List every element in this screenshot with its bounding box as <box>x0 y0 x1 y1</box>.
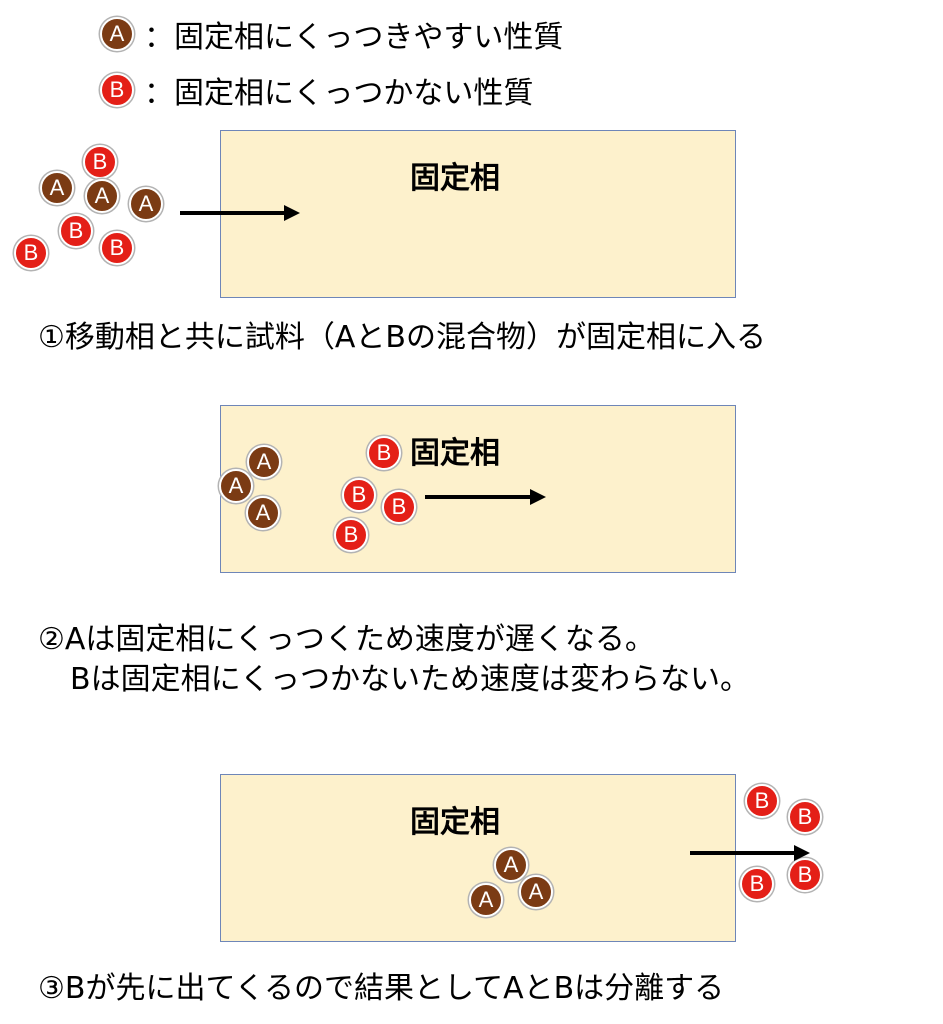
stationary-phase-panel-3: 固定相 <box>220 774 736 942</box>
legend-a-badge: A <box>100 17 134 51</box>
particle-a: A <box>129 187 163 221</box>
flow-arrow-1 <box>180 205 300 221</box>
particle-a: A <box>40 171 74 205</box>
stationary-phase-label: 固定相 <box>410 805 500 840</box>
particle-b: B <box>367 436 401 470</box>
particle-b: B <box>14 236 48 270</box>
particle-b: B <box>100 231 134 265</box>
particle-a: A <box>219 469 253 503</box>
stationary-phase-panel-2: 固定相 <box>220 405 736 573</box>
stationary-phase-label: 固定相 <box>410 161 500 196</box>
legend-a: A ：固定相にくっつきやすい性質 <box>100 16 563 55</box>
particle-b: B <box>83 145 117 179</box>
particle-b: B <box>334 518 368 552</box>
particle-a: A <box>469 883 503 917</box>
legend-b: B ：固定相にくっつかない性質 <box>100 72 533 111</box>
particle-b: B <box>788 800 822 834</box>
particle-b: B <box>342 478 376 512</box>
particle-b: B <box>745 784 779 818</box>
stationary-phase-panel-1: 固定相 <box>220 130 736 298</box>
particle-b: B <box>788 858 822 892</box>
particle-b: B <box>59 214 93 248</box>
step-3-caption: ③Bが先に出てくるので結果としてAとBは分離する <box>38 971 725 1006</box>
particle-a: A <box>494 848 528 882</box>
step-2-caption-line2: Bは固定相にくっつかないため速度は変わらない。 <box>70 662 750 697</box>
particle-b: B <box>382 490 416 524</box>
particle-a: A <box>85 179 119 213</box>
step-1-caption: ①移動相と共に試料（AとBの混合物）が固定相に入る <box>38 320 766 355</box>
particle-a: A <box>519 875 553 909</box>
legend-a-text: ：固定相にくっつきやすい性質 <box>144 20 564 55</box>
flow-arrow-3 <box>690 845 810 861</box>
particle-a: A <box>247 445 281 479</box>
stationary-phase-label: 固定相 <box>410 436 500 471</box>
step-2-caption: ②Aは固定相にくっつくため速度が遅くなる。 <box>38 622 655 657</box>
legend-b-text: ：固定相にくっつかない性質 <box>144 76 534 111</box>
particle-a: A <box>246 496 280 530</box>
legend-b-badge: B <box>100 73 134 107</box>
particle-b: B <box>740 867 774 901</box>
flow-arrow-2 <box>425 489 546 505</box>
